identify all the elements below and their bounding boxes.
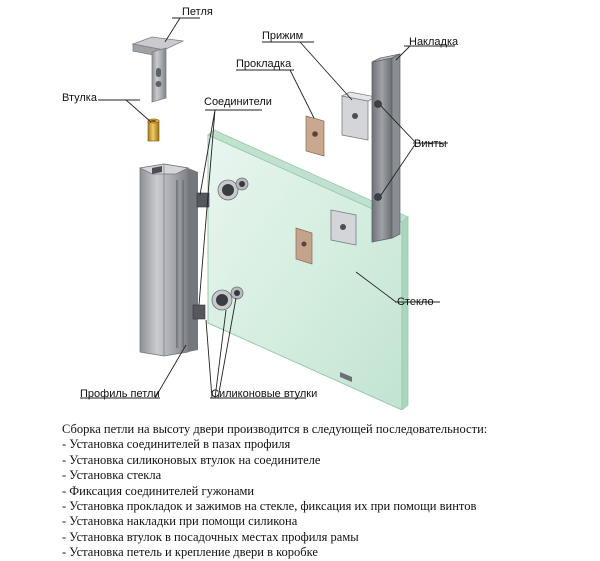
instruction-step-5: - Установка прокладок и зажимов на стекл… [62,499,477,514]
gasket-part [305,115,325,157]
clamp-part [340,91,378,141]
leader-clamp [262,41,353,101]
label-hinge: Петля [182,6,213,18]
label-hinge-profile: Профиль петли [80,388,160,400]
exploded-view-drawing [80,17,455,411]
glass-panel-part [207,129,409,411]
clamp-on-glass [330,209,357,246]
label-bushing: Втулка [62,92,97,104]
leader-screws [380,105,448,196]
instruction-step-8: - Установка петель и крепление двери в к… [62,545,318,560]
leader-lines [80,17,455,399]
instruction-step-4: - Фиксация соединителей гужонами [62,483,255,498]
label-screws: Винты [414,138,447,150]
instruction-step-7: - Установка втулок в посадочных местах п… [62,529,359,544]
leader-silicone-bushings [205,297,306,399]
label-cover: Накладка [409,36,459,48]
leader-hinge-profile [80,344,187,399]
instruction-step-1: - Установка соединителей в пазах профиля [62,437,291,452]
assembly-diagram: Петля Прижим Накладка Прокладка Втулка С… [62,6,459,411]
leader-gasket [236,69,315,119]
connector-top [196,177,249,208]
leader-connectors [198,109,262,306]
screws-part [374,100,382,201]
assembly-instructions: Сборка петли на высоту двери производитс… [62,422,592,561]
label-connectors: Соединители [204,96,272,108]
hinge-profile-part [138,163,198,357]
cover-strip-part [371,53,401,243]
instructions-steps: - Установка соединителей в пазах профиля… [62,437,592,560]
leader-glass [355,271,440,303]
leader-bushing [98,99,152,123]
label-clamp: Прижим [262,30,304,42]
label-silicone-bushings: Силиконовые втулки [211,388,318,400]
instructions-intro: Сборка петли на высоту двери производитс… [62,422,488,436]
hinge-part [131,36,185,103]
brass-bushing-part [147,118,160,142]
gasket-on-glass [295,227,313,265]
instruction-step-6: - Установка накладки при помощи силикона [62,514,298,529]
instruction-step-3: - Установка стекла [62,468,162,483]
label-glass: Стекло [397,296,434,308]
instruction-step-2: - Установка силиконовых втулок на соедин… [62,452,321,467]
label-gasket: Прокладка [236,58,292,70]
leader-cover [395,45,455,61]
connector-bottom [192,286,244,320]
leader-hinge [164,17,200,43]
